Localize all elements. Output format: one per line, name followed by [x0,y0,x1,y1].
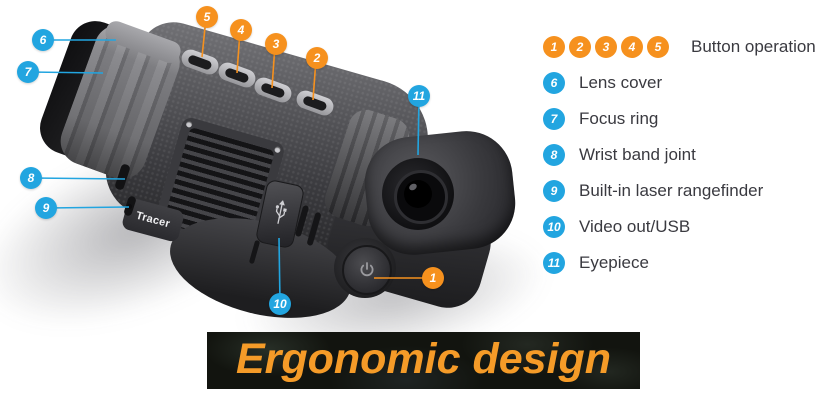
legend-badge-8: 8 [543,144,565,166]
callout-badge-7: 7 [17,61,39,83]
callout-badge-8: 8 [20,167,42,189]
legend-badge-4: 4 [621,36,643,58]
legend-row-eyepiece: 11 Eyepiece [543,252,829,274]
legend-row-lens-cover: 6 Lens cover [543,72,829,94]
legend-label: Lens cover [579,73,663,92]
banner-title: Ergonomic design [235,335,612,383]
legend-label: Wrist band joint [579,145,696,164]
legend-row-rangefinder: 9 Built-in laser rangefinder [543,180,829,202]
callout-badge-10: 10 [269,293,291,315]
legend-badge-7: 7 [543,108,565,130]
legend-row-video-usb: 10 Video out/USB [543,216,829,238]
callout-badge-1: 1 [422,267,444,289]
legend: 1 2 3 4 5 Button operation 6 Lens cover … [543,36,829,274]
legend-badge-6: 6 [543,72,565,94]
legend-row-buttons: 1 2 3 4 5 Button operation [543,36,829,58]
usb-icon [275,200,287,224]
legend-row-wrist-band: 8 Wrist band joint [543,144,829,166]
legend-badge-3: 3 [595,36,617,58]
callout-badge-6: 6 [32,29,54,51]
usb-port-cover [254,178,306,250]
callout-badge-4: 4 [230,19,252,41]
device-photo: Tracer [0,0,540,335]
callout-badge-9: 9 [35,197,57,219]
legend-badge-9: 9 [543,180,565,202]
legend-badge-1: 1 [543,36,565,58]
eyepiece-lens [404,180,432,208]
laser-rangefinder-aperture [127,204,132,209]
callout-badge-3: 3 [265,33,287,55]
legend-badge-5: 5 [647,36,669,58]
callout-badge-11: 11 [408,85,430,107]
callout-badge-5: 5 [196,6,218,28]
banner: Ergonomic design [207,332,640,389]
legend-label: Built-in laser rangefinder [579,181,764,200]
legend-badge-11: 11 [543,252,565,274]
power-icon [360,262,374,277]
legend-label: Video out/USB [579,217,691,236]
callout-badge-2: 2 [306,47,328,69]
legend-badge-2: 2 [569,36,591,58]
legend-badge-10: 10 [543,216,565,238]
legend-label: Eyepiece [579,253,649,272]
legend-label: Button operation [691,37,816,56]
legend-label: Focus ring [579,109,659,128]
power-button [342,245,392,295]
legend-row-focus-ring: 7 Focus ring [543,108,829,130]
